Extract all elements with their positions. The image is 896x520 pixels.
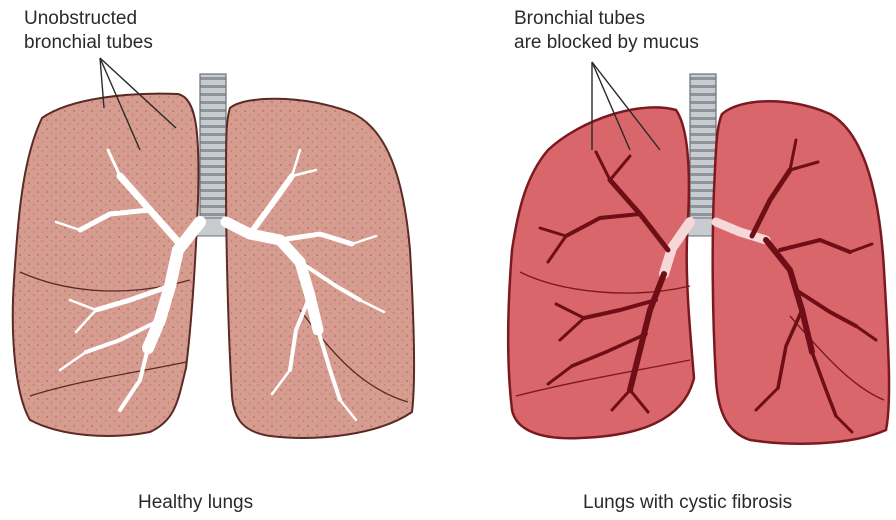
healthy-lungs-caption: Healthy lungs [138,491,253,515]
cf-lungs-caption: Lungs with cystic fibrosis [583,491,792,515]
cf-lungs [508,62,889,444]
healthy-callout-label-line2: bronchial tubes [24,31,153,55]
healthy-lungs [13,58,414,438]
cf-callout-label: Bronchial tubes [514,7,645,31]
healthy-callout-label: Unobstructed [24,7,137,31]
cf-callout-label-line2: are blocked by mucus [514,31,699,55]
cf-lung-right-side [713,101,889,443]
